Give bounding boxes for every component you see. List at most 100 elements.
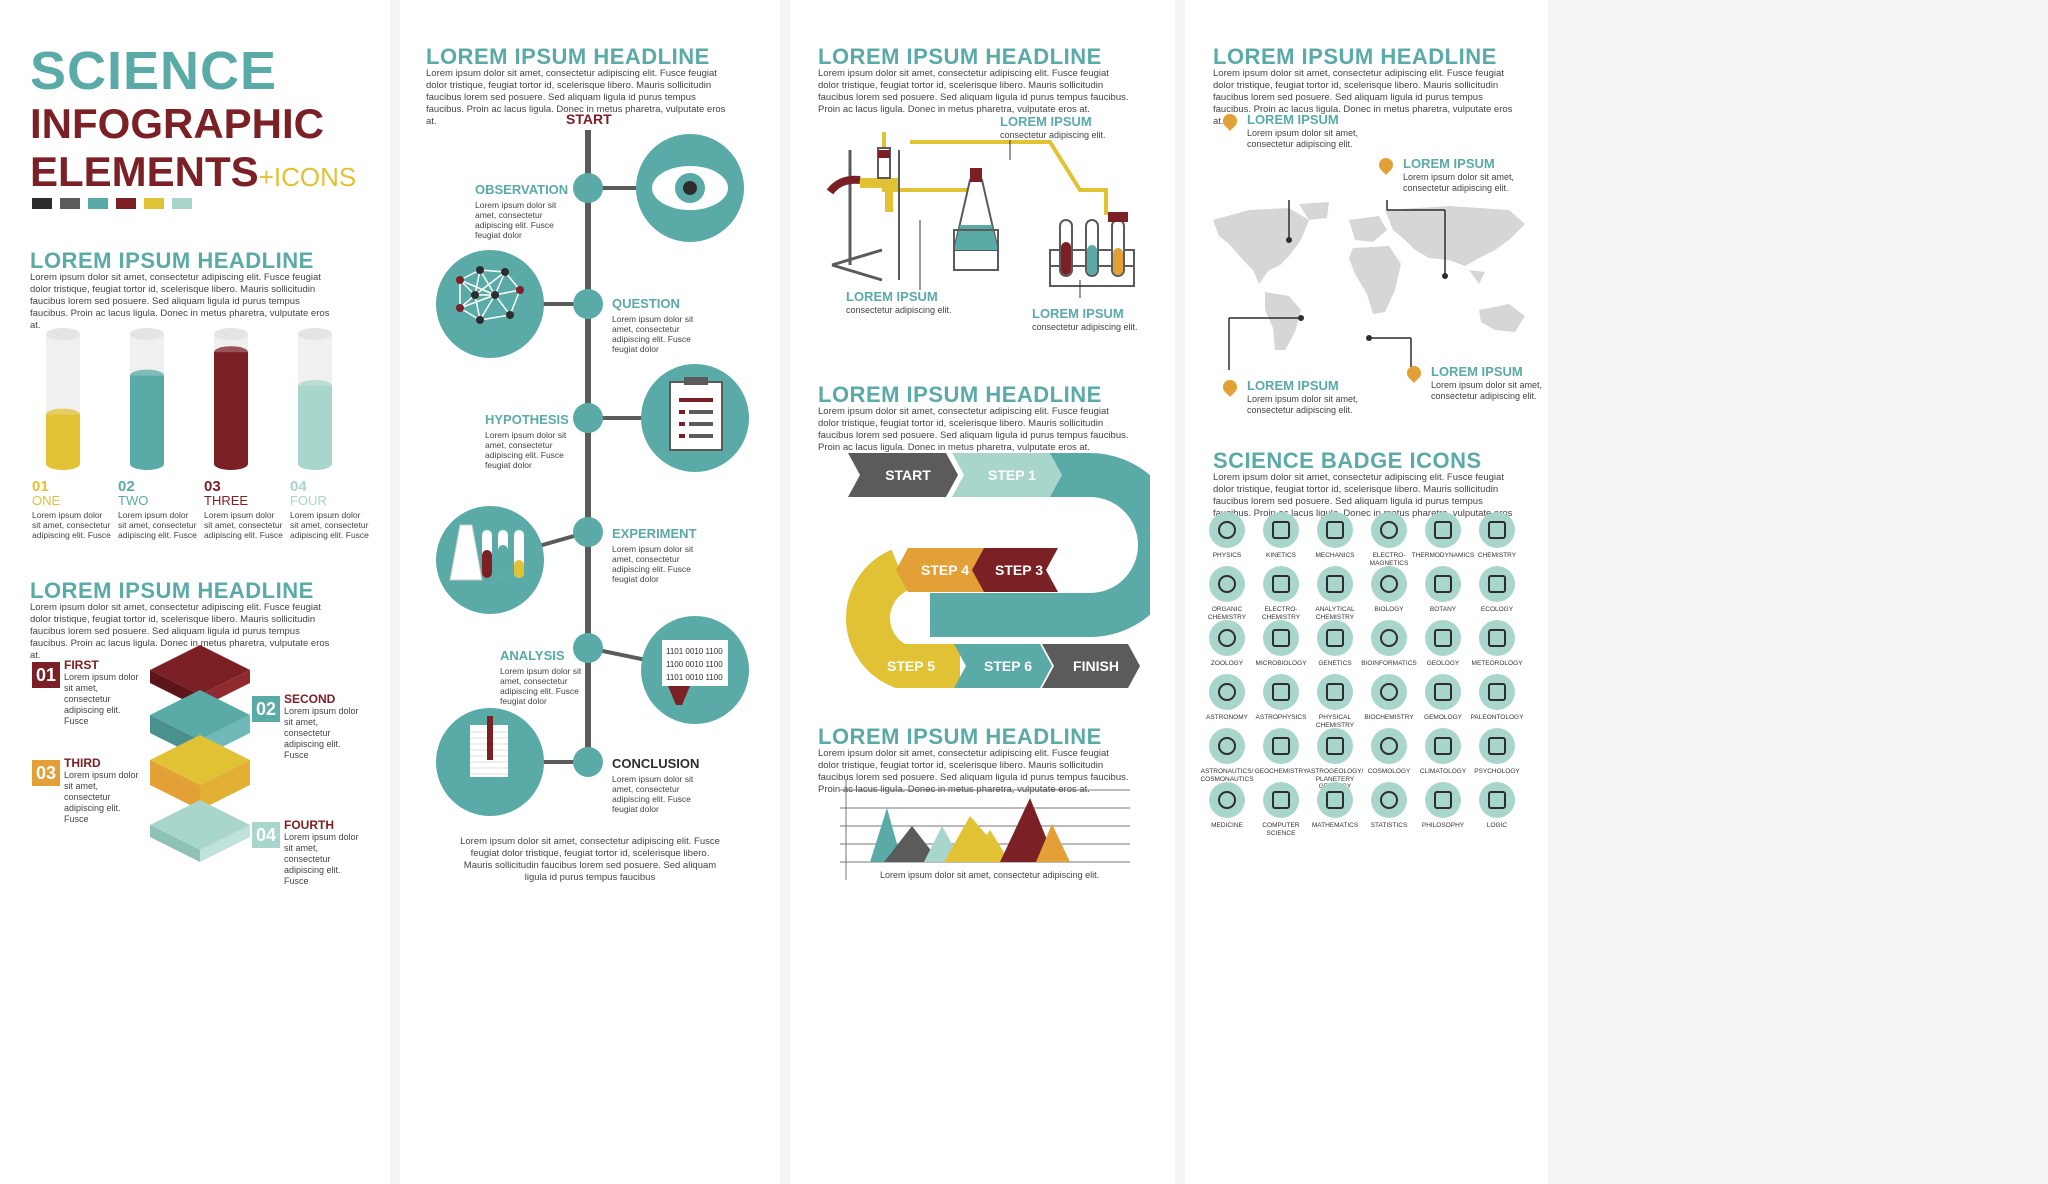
magnet-icon bbox=[1371, 512, 1407, 548]
umbrella-icon bbox=[1479, 620, 1515, 656]
layer-num-box-1: 01 bbox=[32, 662, 60, 688]
swatch-teal bbox=[88, 198, 108, 209]
tube-num: 03 bbox=[204, 478, 221, 495]
title-icons-word: +ICONS bbox=[258, 162, 357, 192]
timeline-node-5 bbox=[573, 633, 603, 663]
badge-label: BIOCHEMISTRY bbox=[1364, 714, 1414, 721]
spiral-icon bbox=[1371, 728, 1407, 764]
badge-glyph bbox=[1380, 629, 1398, 647]
tube-fill-3 bbox=[214, 352, 248, 464]
badge-18: METEOROLOGY bbox=[1461, 620, 1533, 668]
tube-text: Lorem ipsum dolor sit amet, consectetur … bbox=[290, 510, 369, 540]
map-label-3: LOREM IPSUM bbox=[1247, 378, 1339, 393]
badge-33: MATHEMATICS bbox=[1299, 782, 1371, 830]
badge-7: ORGANIC CHEMISTRY bbox=[1191, 566, 1263, 621]
map-label-4: LOREM IPSUM bbox=[1431, 364, 1523, 379]
badge-label: THERMODYNAMICS bbox=[1411, 552, 1475, 559]
panel-map-badges: LOREM IPSUM HEADLINE Lorem ipsum dolor s… bbox=[1185, 0, 1548, 1184]
step-title: HYPOTHESIS bbox=[485, 412, 569, 427]
badge-label: PHYSICAL CHEMISTRY bbox=[1315, 714, 1355, 729]
tube-num: 04 bbox=[290, 478, 307, 495]
badge-label: COSMOLOGY bbox=[1367, 768, 1411, 775]
badge-label: ELECTRO- MAGNETICS bbox=[1369, 552, 1409, 567]
gem-icon bbox=[1425, 674, 1461, 710]
process-step-label-8: FINISH bbox=[1073, 658, 1119, 674]
brain-network-icon bbox=[456, 266, 524, 324]
badge-glyph bbox=[1380, 791, 1398, 809]
badge-label: LOGIC bbox=[1486, 822, 1508, 829]
badge-label: ASTRONAUTICS/ COSMONAUTICS bbox=[1200, 768, 1254, 783]
badge-glyph bbox=[1218, 737, 1236, 755]
step-text: Lorem ipsum dolor sit amet, consectetur … bbox=[612, 544, 694, 584]
layer-name-2: SECOND bbox=[284, 692, 336, 706]
tubes-graphic bbox=[46, 328, 332, 470]
lab-label-2: LOREM IPSUM bbox=[846, 289, 938, 304]
badge-label: GEOCHEMISTRY bbox=[1254, 768, 1308, 775]
paw-icon bbox=[1209, 620, 1245, 656]
magnifier-flask-icon bbox=[1317, 566, 1353, 602]
badge-label: ORGANIC CHEMISTRY bbox=[1207, 606, 1247, 621]
badge-glyph bbox=[1218, 791, 1236, 809]
badge-glyph bbox=[1272, 791, 1290, 809]
wrench-icon bbox=[1317, 512, 1353, 548]
timeline-node-2 bbox=[573, 289, 603, 319]
tubes-headline: LOREM IPSUM HEADLINE bbox=[30, 248, 314, 273]
badge-21: PHYSICAL CHEMISTRY bbox=[1299, 674, 1371, 729]
map-label-2: LOREM IPSUM bbox=[1403, 156, 1495, 171]
layer-name-1: FIRST bbox=[64, 658, 99, 672]
badge-14: MICROBIOLOGY bbox=[1245, 620, 1317, 668]
badge-35: PHILOSOPHY bbox=[1407, 782, 1479, 830]
title-elements: ELEMENTS+ICONS bbox=[30, 148, 356, 196]
badge-label: PALEONTOLOGY bbox=[1470, 714, 1524, 721]
badge-29: CLIMATOLOGY bbox=[1407, 728, 1479, 776]
process-headline: LOREM IPSUM HEADLINE bbox=[818, 382, 1102, 407]
badge-label: GENETICS bbox=[1318, 660, 1352, 667]
step-title: OBSERVATION bbox=[475, 182, 569, 197]
badge-glyph bbox=[1434, 683, 1452, 701]
process-arrow-7 bbox=[954, 644, 1052, 688]
badge-12: ECOLOGY bbox=[1461, 566, 1533, 614]
palette-swatches bbox=[32, 198, 192, 209]
notebook-icon bbox=[470, 716, 508, 777]
badge-19: ASTRONOMY bbox=[1191, 674, 1263, 722]
badge-30: PSYCHOLOGY bbox=[1461, 728, 1533, 776]
tube-text: Lorem ipsum dolor sit amet, consectetur … bbox=[32, 510, 111, 540]
badge-label: BOTANY bbox=[1429, 606, 1457, 613]
svg-text:1101 0010 1100: 1101 0010 1100 bbox=[666, 673, 723, 682]
badge-glyph bbox=[1488, 629, 1506, 647]
badge-label: PHYSICS bbox=[1212, 552, 1242, 559]
badge-glyph bbox=[1326, 575, 1344, 593]
badge-24: PALEONTOLOGY bbox=[1461, 674, 1533, 722]
badge-glyph bbox=[1218, 683, 1236, 701]
test-tubes-icon bbox=[449, 524, 524, 581]
badge-32: COMPUTER SCIENCE bbox=[1245, 782, 1317, 837]
badge-label: BIOLOGY bbox=[1374, 606, 1404, 613]
map-pin-icon-2 bbox=[1376, 155, 1396, 175]
badge-glyph bbox=[1326, 737, 1344, 755]
timeline-headline: LOREM IPSUM HEADLINE bbox=[426, 44, 710, 69]
process-step-label-4: STEP 3 bbox=[995, 562, 1043, 578]
badge-label: CHEMISTRY bbox=[1477, 552, 1517, 559]
badge-label: MATHEMATICS bbox=[1311, 822, 1359, 829]
comet-icon bbox=[1263, 674, 1299, 710]
process-step-label-1: START bbox=[885, 467, 931, 483]
mountain-headline: LOREM IPSUM HEADLINE bbox=[818, 724, 1102, 749]
step-text: Lorem ipsum dolor sit amet, consectetur … bbox=[475, 200, 557, 240]
badge-glyph bbox=[1380, 521, 1398, 539]
swatch-maroon bbox=[116, 198, 136, 209]
swatch-gray bbox=[60, 198, 80, 209]
badge-glyph bbox=[1488, 737, 1506, 755]
title-elements-word: ELEMENTS bbox=[30, 148, 259, 195]
process-step-label-7: STEP 6 bbox=[984, 658, 1032, 674]
layers-headline: LOREM IPSUM HEADLINE bbox=[30, 578, 314, 603]
badge-label: ASTROPHYSICS bbox=[1255, 714, 1307, 721]
mountain-caption: Lorem ipsum dolor sit amet, consectetur … bbox=[880, 870, 1100, 880]
step-text: Lorem ipsum dolor sit amet, consectetur … bbox=[485, 430, 567, 470]
layer-text-3: Lorem ipsum dolor sit amet, consectetur … bbox=[64, 770, 139, 824]
timeline-start-label: START bbox=[566, 111, 612, 127]
badge-label: ECOLOGY bbox=[1480, 606, 1514, 613]
